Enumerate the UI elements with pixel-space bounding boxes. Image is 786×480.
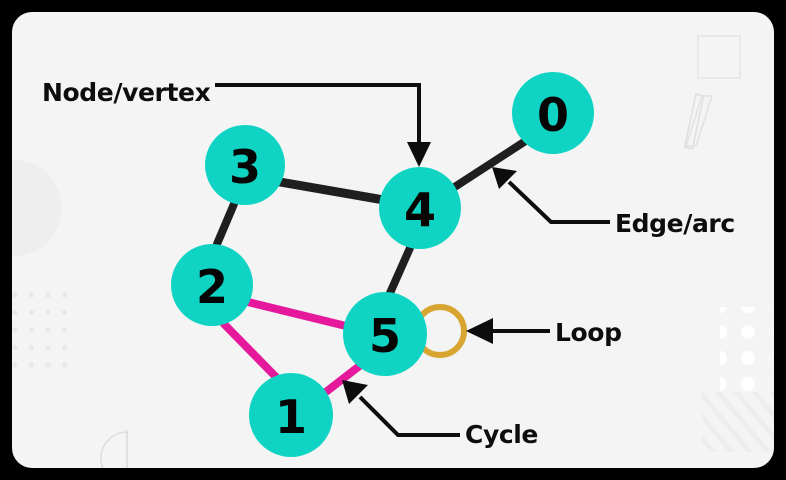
node-1-circle[interactable] [249,373,333,457]
edge-2-5 [244,298,350,330]
loop-arrowhead [466,318,493,344]
annotation-label-loop: Loop [555,318,622,347]
graph-edges [213,138,528,297]
decor-left-circle [12,160,62,256]
edge-arc-arrowhead [492,167,517,189]
edge-1-5 [318,360,366,399]
decor-hatch-stripes [702,392,774,452]
node-0[interactable]: 0 [512,72,594,154]
node-vertex-leader [215,83,421,147]
cycle-leader [358,395,460,437]
decor-right-dot-grid [720,307,770,399]
graph-figure: 0 3 4 2 5 [171,72,610,457]
diagram-card: 0 3 4 2 5 [12,12,774,468]
node-1-label: 1 [275,390,307,444]
annotation-pointers [215,83,610,437]
node-0-label: 0 [537,88,569,142]
node-0-circle[interactable] [512,72,594,154]
edge-arc-leader [507,180,610,224]
annotation-label-cycle: Cycle [465,420,538,449]
edge-0-4 [446,138,528,194]
node-4-circle[interactable] [379,167,461,249]
decor-half-circle [100,431,128,468]
decor-top-right-slash [683,93,705,150]
node-2-circle[interactable] [171,244,253,326]
node-4[interactable]: 4 [379,167,461,249]
decor-top-right-stripe [684,95,714,147]
node-5[interactable]: 5 [343,292,427,376]
cycle-arrowhead [342,380,368,404]
edge-3-2 [213,200,238,248]
node-3-circle[interactable] [205,125,285,205]
graph-nodes: 0 3 4 2 5 [171,72,594,457]
node-vertex-arrowhead [407,142,431,167]
node-1[interactable]: 1 [249,373,333,457]
node-2[interactable]: 2 [171,244,253,326]
edge-4-5 [386,244,414,297]
annotation-label-node-vertex: Node/vertex [42,78,211,107]
decor-top-right-square [697,35,741,79]
decor-left-dot-grid [12,290,76,372]
background-decorations [12,35,774,468]
node-5-label: 5 [369,309,401,363]
node-2-label: 2 [196,260,228,314]
node-3-label: 3 [229,140,261,194]
graph-cycle-edges [220,298,366,399]
node-5-circle[interactable] [343,292,427,376]
edge-3-4 [275,177,389,205]
node-4-label: 4 [404,183,436,237]
annotation-label-edge-arc: Edge/arc [615,209,735,238]
node-3[interactable]: 3 [205,125,285,205]
edge-2-1 [220,320,280,381]
